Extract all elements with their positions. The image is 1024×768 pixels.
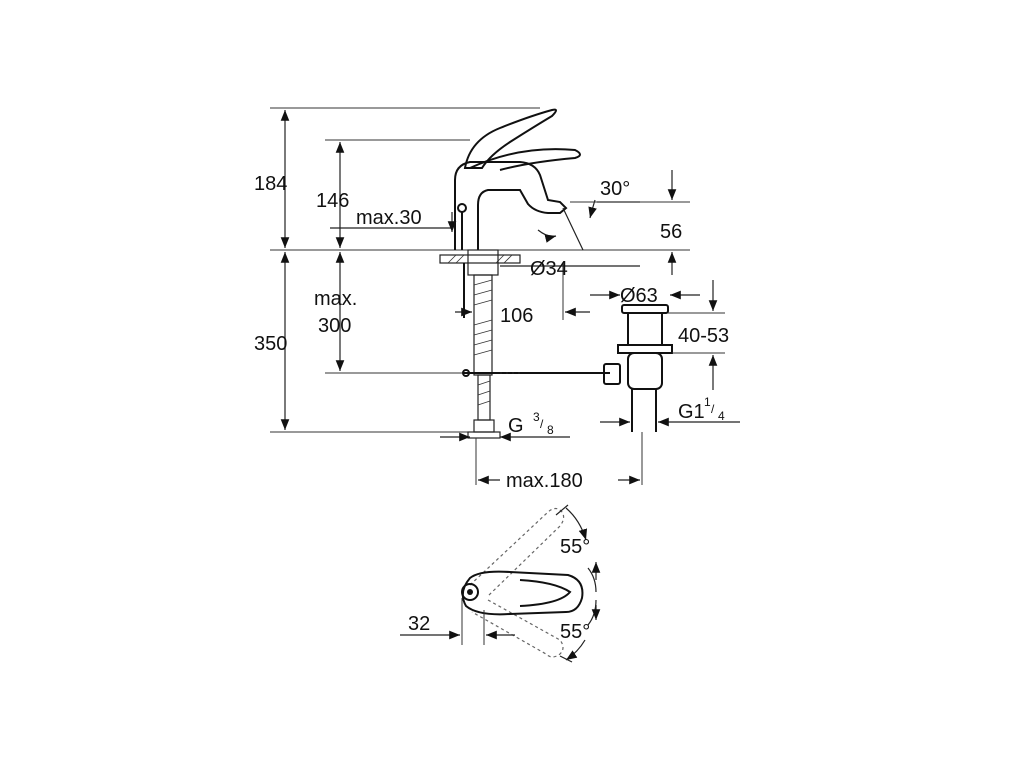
label-g38-slash: / [540,417,544,431]
label-d63: Ø63 [620,285,658,307]
lever-pivot-center [467,589,473,595]
side-elevation [270,107,740,485]
waste-body-upper [627,312,663,346]
waste-body-lower [627,352,663,390]
label-106: 106 [500,305,533,327]
label-32: 32 [408,613,430,635]
faucet-body [454,161,568,250]
deck-washer [439,254,521,264]
angle-arc-upper [587,567,597,593]
label-d34: Ø34 [530,258,568,280]
label-swing-upper: 55° [560,536,590,558]
faucet-lever [463,108,557,169]
linkage-clip [462,369,470,377]
label-40-53: 40-53 [678,325,729,347]
angle-tick-upper [555,504,569,516]
label-g114-slash: / [711,402,715,416]
spout-axis [562,207,584,251]
label-g114-den: 4 [718,409,725,423]
faucet-lever-upper [469,148,581,171]
label-g1-1-4: G1 1 / 4 [678,395,725,423]
angle-arc-upper-b [565,507,588,541]
label-146: 146 [316,190,349,212]
label-g38-den: 8 [547,423,554,437]
label-g38-base: G [508,415,524,437]
label-max-line2: 300 [318,315,351,337]
lever-plan-inner [519,579,572,607]
plan-view [400,504,601,663]
label-184: 184 [254,173,287,195]
label-g-3-8: G 3 / 8 [508,410,554,437]
angle-tick-lower [559,655,573,663]
waste-pivot [603,363,621,385]
pop-up-waste [603,304,673,432]
label-max30: max.30 [356,207,422,229]
lever-ghost-lower [471,599,564,658]
label-max180: max.180 [506,470,583,492]
popup-knob [457,203,467,213]
lever-pivot [461,583,479,601]
label-g114-num: 1 [704,395,711,409]
label-g38-num: 3 [533,410,540,424]
label-g114-base: G1 [678,401,705,423]
mounting-assembly [439,249,521,439]
label-swing-lower: 55° [560,621,590,643]
label-max-line1: max. [314,288,357,310]
supply-connector-base [467,431,501,439]
label-350: 350 [254,333,287,355]
angle-arc-lower-b [565,639,586,661]
lever-plan [461,570,584,616]
lever-ghost-upper [469,507,565,597]
dimension-labels: 184 146 max.30 30° 56 Ø34 106 Ø63 max. 3… [254,173,729,643]
label-angle-30: 30° [600,178,630,200]
waste-flange [617,344,673,354]
angle-arc-30-right [588,199,597,219]
supply-connector [473,419,495,433]
label-56: 56 [660,221,682,243]
supply-hose-threaded [473,274,493,376]
angle-arc-30-left [537,229,557,243]
